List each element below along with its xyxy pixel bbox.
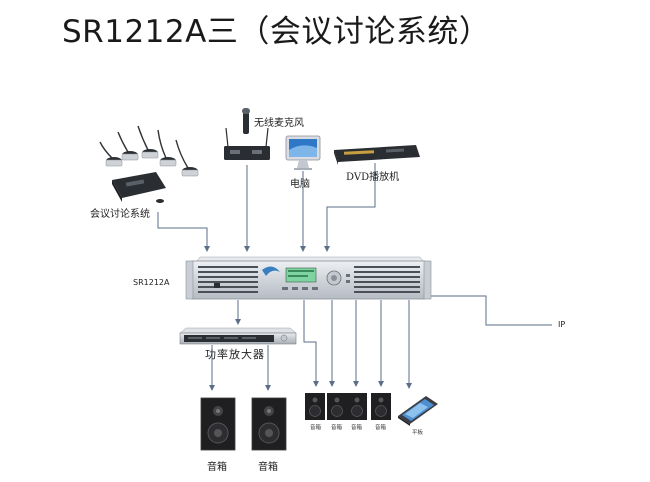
dvd-player-icon [334, 145, 420, 165]
label-small-speaker-4: 音箱 [375, 425, 387, 431]
large-speaker-2 [251, 397, 287, 451]
page-title: SR1212A三（会议讨论系统） [62, 14, 491, 50]
conference-mic-small [156, 199, 164, 203]
label-wireless-mic: 无线麦克风 [254, 118, 304, 129]
label-small-speaker-3: 音箱 [351, 425, 363, 431]
wireless-mic-icon [224, 108, 270, 160]
small-speaker-2 [327, 393, 347, 420]
small-speaker-4 [371, 393, 391, 420]
label-small-speaker-2: 音箱 [331, 425, 343, 431]
small-speaker-3 [347, 393, 367, 420]
connection-lines [157, 163, 552, 391]
line-dvd-to-main [324, 163, 376, 252]
line-main-to-ip [424, 295, 552, 326]
small-speaker-1 [305, 393, 325, 420]
label-large-speaker-1: 音箱 [207, 462, 227, 473]
label-tablet: 平板 [412, 430, 424, 436]
tablet-icon [398, 396, 438, 426]
main-unit-rack [185, 256, 432, 300]
conference-system-icon [99, 125, 199, 202]
line-conference-to-main [157, 212, 210, 252]
label-amplifier: 功率放大器 [205, 348, 265, 361]
label-conference-system: 会议讨论系统 [90, 209, 150, 220]
line-main-to-small-1 [303, 300, 319, 387]
label-large-speaker-2: 音箱 [258, 462, 278, 473]
label-small-speaker-1: 音箱 [310, 425, 322, 431]
label-computer: 电脑 [290, 179, 310, 190]
label-main-unit: SR1212A [133, 278, 170, 287]
large-speaker-1 [200, 397, 236, 451]
label-dvd: DVD播放机 [346, 172, 400, 183]
label-ip: IP [558, 320, 566, 329]
amplifier-unit [179, 327, 297, 345]
computer-icon [285, 135, 321, 170]
